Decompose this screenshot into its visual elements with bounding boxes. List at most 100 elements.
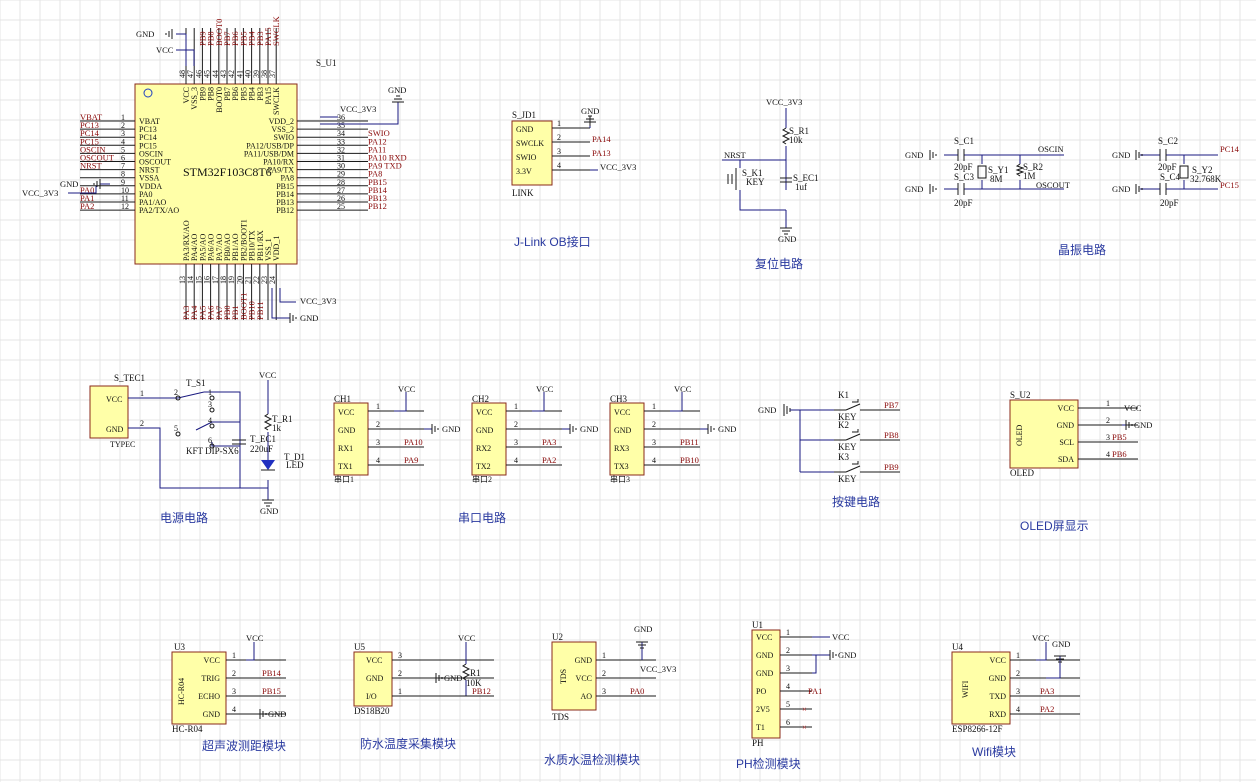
tds-pin-net: VCC_3V3: [640, 664, 676, 674]
ds18-pin-name: GND: [366, 674, 384, 683]
mcu-pin-net: PA9 TXD: [368, 161, 402, 171]
y1-val: 8M: [990, 174, 1003, 184]
ds18-r-ref: R1: [470, 668, 481, 678]
mcu-pin-number: 18: [219, 276, 228, 284]
mcu-pin-net: PA2: [80, 201, 94, 211]
mcu-pin-number: 25: [337, 202, 345, 211]
ultra-pin-name: TRIG: [201, 674, 220, 683]
mcu-pin-number: 21: [244, 276, 253, 284]
mcu-pin-number: 17: [211, 276, 220, 284]
mcu-pin-number: 37: [268, 70, 277, 78]
sw-val: KFT DIP-SX6: [186, 446, 239, 456]
jlink-pin-name: GND: [516, 125, 534, 134]
mcu-pin-number: 22: [252, 276, 261, 284]
mcu-bottom-gnd: GND: [300, 313, 318, 323]
y1-ref: S_Y1: [988, 165, 1009, 175]
wifi-body-label: WIFI: [961, 680, 970, 698]
typec-body: [89, 385, 129, 439]
gnd-icon: [392, 95, 404, 103]
gnd-icon: [289, 313, 297, 323]
ultra-body-label: HC-R04: [177, 678, 186, 705]
wifi-pin-net: GND: [1052, 639, 1070, 649]
r2-val: 1M: [1023, 171, 1036, 181]
crystal1-caps: [957, 149, 965, 195]
x1-gnd-b: GND: [905, 184, 923, 194]
wifi-block: U4 WIFI ESP8266-12F Wifi模块 VCC1VCCGND2GN…: [951, 633, 1080, 759]
mcu-pin-number: 38: [260, 70, 269, 78]
mcu-pin-name: PA1/AO: [139, 198, 166, 207]
key-val: KEY: [838, 442, 857, 452]
ultra-pin-net: GND: [268, 709, 286, 719]
gnd-icon: [829, 650, 837, 660]
mcu-pin-number: 47: [186, 70, 195, 78]
wifi-pin-name: VCC: [990, 656, 1006, 665]
key-net: PB8: [884, 430, 899, 440]
tds-pin-name: AO: [580, 692, 592, 701]
uart-pin-name: GND: [476, 426, 494, 435]
reset-vcc: VCC_3V3: [766, 97, 802, 107]
wifi-pin-net: VCC: [1032, 633, 1050, 643]
mcu-pin-number: 19: [227, 276, 236, 284]
pc15-net: PC15: [1220, 180, 1239, 190]
mcu-left-power-wires: [68, 183, 110, 194]
uart-pin-number: 4: [514, 456, 518, 465]
ds18-pin-net: GND: [444, 673, 462, 683]
wifi-gnd-wire: [1046, 656, 1061, 679]
mcu-pin-number: 43: [219, 70, 228, 78]
mcu-pin-number: 35: [337, 121, 345, 130]
uart-pin-number: 2: [652, 420, 656, 429]
tds-body-label: TDS: [559, 669, 568, 684]
crystal1-y: [977, 165, 987, 179]
oled-pin-number: 4: [1106, 450, 1110, 459]
mcu-pin-number: 26: [337, 194, 345, 203]
uart-vcc-wire: [394, 392, 407, 412]
mcu-pin-name: PA15: [264, 87, 273, 105]
sw-contact: [209, 395, 215, 401]
uart-vcc-wire: [670, 392, 683, 412]
sw-contact: [209, 423, 215, 429]
ph-pin-name: PO: [756, 687, 766, 696]
uart-foot: 串口3: [610, 475, 630, 484]
mcu-pin-number: 27: [337, 186, 345, 195]
oled-pin-net: GND: [1134, 420, 1152, 430]
ph-pin-name: GND: [756, 651, 774, 660]
jlink-pin-name: 3.3V: [516, 167, 532, 176]
uart-pin-name: TX3: [614, 462, 629, 471]
wifi-vcc-wire: [1036, 642, 1047, 661]
mcu-pin-name: VDDA: [139, 182, 162, 191]
tds-pin-number: 2: [602, 669, 606, 678]
uart-pin-number: 1: [514, 402, 518, 411]
tds-part: TDS: [552, 712, 569, 722]
mcu-pin-number: 9: [121, 178, 125, 187]
sw-pin-number: 6: [208, 436, 212, 445]
ds18-pin-number: 3: [398, 651, 402, 660]
mcu-pin-net: PB4: [247, 31, 257, 46]
mcu-pin-net: PC14: [80, 128, 100, 138]
gnd-icon: [783, 404, 791, 416]
keys-wires: [790, 409, 834, 473]
power-wires: [128, 380, 269, 500]
ultra-body: [171, 651, 227, 725]
mcu-pin-number: 11: [121, 194, 129, 203]
oled-pin-name: GND: [1057, 421, 1075, 430]
mcu-ref: S_U1: [316, 58, 337, 68]
ultra-pin-number: 1: [232, 651, 236, 660]
reset-gnd: GND: [778, 234, 796, 244]
uart-body: [471, 402, 507, 476]
mcu-pin-net: PB5: [238, 31, 248, 46]
mcu-pin-net: PC13: [80, 120, 99, 130]
mcu-pin-net: PB13: [368, 193, 387, 203]
ph-pin-name: VCC: [756, 633, 772, 642]
uart-pin-name: VCC: [476, 408, 492, 417]
mcu-left-gnd: GND: [60, 179, 78, 189]
mcu-pin-number: 29: [337, 170, 345, 179]
mcu-pin-net: NRST: [80, 161, 103, 171]
